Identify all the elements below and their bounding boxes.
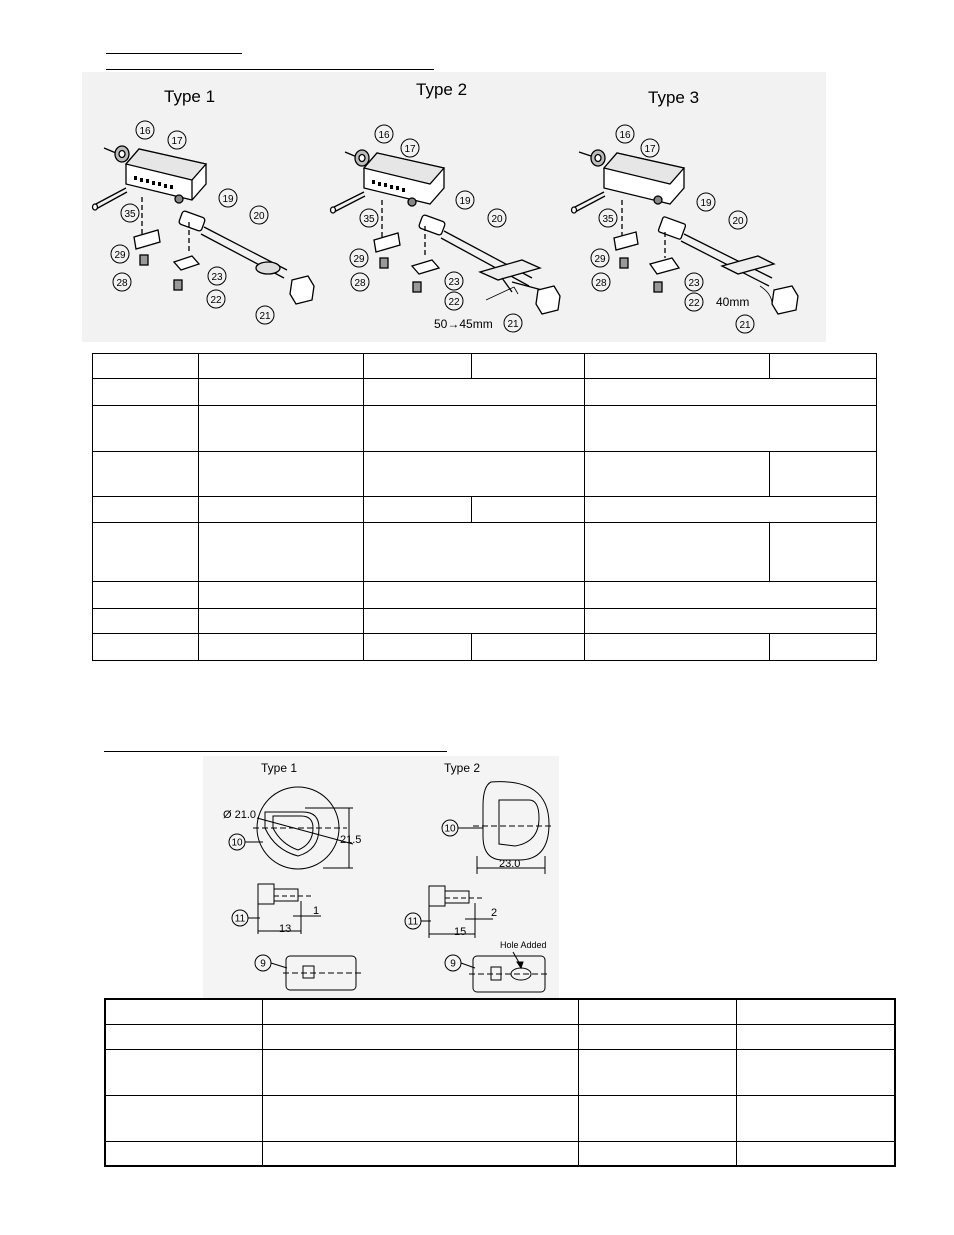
callout-22-t2: 22 bbox=[448, 297, 460, 308]
type2-side-view bbox=[428, 885, 493, 938]
type3-callouts: 16 17 19 20 21 22 23 28 29 35 bbox=[590, 124, 755, 334]
fig2-callout-9 bbox=[254, 954, 288, 972]
table-row bbox=[92, 608, 877, 634]
type2-part9 bbox=[469, 951, 549, 993]
parts-table-2 bbox=[104, 998, 896, 1167]
callout-21: 21 bbox=[259, 311, 271, 322]
hole-added-note: Hole Added bbox=[500, 940, 547, 950]
parts-table-1 bbox=[92, 353, 877, 661]
header-underline-short bbox=[106, 53, 242, 54]
type2-width: 23.0 bbox=[499, 858, 520, 870]
table-row bbox=[92, 378, 877, 406]
callout-16: 16 bbox=[139, 126, 151, 137]
type1-len-small: 1 bbox=[313, 905, 319, 917]
type3-label: Type 3 bbox=[648, 88, 699, 107]
table-row bbox=[92, 405, 877, 452]
type3-dimension: 40mm bbox=[716, 295, 749, 309]
callout-29-t3: 29 bbox=[594, 254, 606, 265]
type1-len-total: 13 bbox=[279, 923, 291, 935]
type1-label: Type 1 bbox=[164, 87, 215, 106]
table-row bbox=[92, 522, 877, 582]
callout-35: 35 bbox=[124, 209, 136, 220]
table-row bbox=[92, 496, 877, 523]
table-row bbox=[92, 633, 877, 661]
type3-assembly bbox=[570, 149, 799, 315]
callout-20-t3: 20 bbox=[732, 216, 744, 227]
type1-assembly bbox=[91, 145, 315, 305]
callout-17: 17 bbox=[171, 136, 183, 147]
type1-side-view bbox=[257, 883, 321, 934]
callout-20-t2: 20 bbox=[491, 214, 503, 225]
table-row bbox=[92, 581, 877, 609]
table-row bbox=[104, 1094, 896, 1142]
fig2-callout-10 bbox=[228, 833, 263, 851]
fig2-callout-11-t2 bbox=[404, 912, 431, 930]
callout-19-t3: 19 bbox=[700, 198, 712, 209]
callout-29-t2: 29 bbox=[353, 254, 365, 265]
callout-23-t2: 23 bbox=[448, 277, 460, 288]
type2-dimension: 50→45mm bbox=[434, 317, 493, 331]
callout-11: 11 bbox=[235, 914, 246, 925]
callout-28: 28 bbox=[116, 278, 128, 289]
type1-top-view bbox=[253, 786, 354, 870]
callout-10-t2: 10 bbox=[444, 824, 456, 835]
fig2-callout-9-t2 bbox=[444, 954, 476, 972]
table1-header-row bbox=[92, 353, 877, 379]
callout-16-t3: 16 bbox=[619, 130, 631, 141]
table-row bbox=[104, 1023, 896, 1050]
callout-35-t3: 35 bbox=[602, 214, 614, 225]
table-row bbox=[104, 1140, 896, 1167]
type2-len-small: 2 bbox=[491, 907, 497, 919]
callout-16-t2: 16 bbox=[378, 130, 390, 141]
section2-underline bbox=[104, 751, 447, 752]
callout-9: 9 bbox=[260, 959, 266, 970]
table2-header-row bbox=[104, 998, 896, 1025]
callout-10: 10 bbox=[231, 838, 243, 849]
callout-21-t2: 21 bbox=[507, 319, 519, 330]
callout-19: 19 bbox=[222, 194, 234, 205]
header-underline-long bbox=[106, 69, 434, 70]
callout-9-t2: 9 bbox=[450, 959, 456, 970]
callout-21-t3: 21 bbox=[739, 320, 751, 331]
callout-35-t2: 35 bbox=[363, 214, 375, 225]
fig2-type1-label: Type 1 bbox=[261, 761, 297, 775]
type2-assembly bbox=[329, 149, 561, 315]
fig2-type2-label: Type 2 bbox=[444, 761, 480, 775]
callout-17-t3: 17 bbox=[644, 144, 656, 155]
callout-29: 29 bbox=[114, 250, 126, 261]
table-row bbox=[92, 451, 877, 497]
type1-height: 21.5 bbox=[340, 834, 361, 846]
callout-19-t2: 19 bbox=[459, 196, 471, 207]
callout-23-t3: 23 bbox=[688, 278, 700, 289]
type2-label: Type 2 bbox=[416, 80, 467, 99]
fig2-callout-11 bbox=[231, 909, 260, 927]
callout-11-t2: 11 bbox=[408, 917, 419, 928]
type2-callouts: 16 17 19 20 21 22 23 28 29 35 bbox=[349, 124, 523, 333]
table-row bbox=[104, 1048, 896, 1096]
type1-part9 bbox=[283, 955, 361, 991]
callout-20: 20 bbox=[253, 211, 265, 222]
type2-len-total: 15 bbox=[454, 926, 466, 938]
fig2-callout-10-t2 bbox=[441, 819, 483, 837]
callout-23: 23 bbox=[211, 272, 223, 283]
callout-28-t2: 28 bbox=[354, 278, 366, 289]
callout-22-t3: 22 bbox=[688, 298, 700, 309]
parts-exploded-figure: Type 1 Type 2 Type 3 16 17 19 20 21 bbox=[82, 72, 826, 342]
dimension-figure: Type 1 Type 2 Ø 21.0 21.5 10 1 13 11 9 bbox=[203, 756, 559, 998]
callout-17-t2: 17 bbox=[404, 144, 416, 155]
type1-callouts: 16 17 19 20 21 22 23 28 29 35 bbox=[110, 120, 275, 325]
callout-22: 22 bbox=[210, 295, 222, 306]
type2-top-view bbox=[473, 781, 551, 874]
callout-28-t3: 28 bbox=[595, 278, 607, 289]
type1-diameter: Ø 21.0 bbox=[223, 809, 256, 821]
